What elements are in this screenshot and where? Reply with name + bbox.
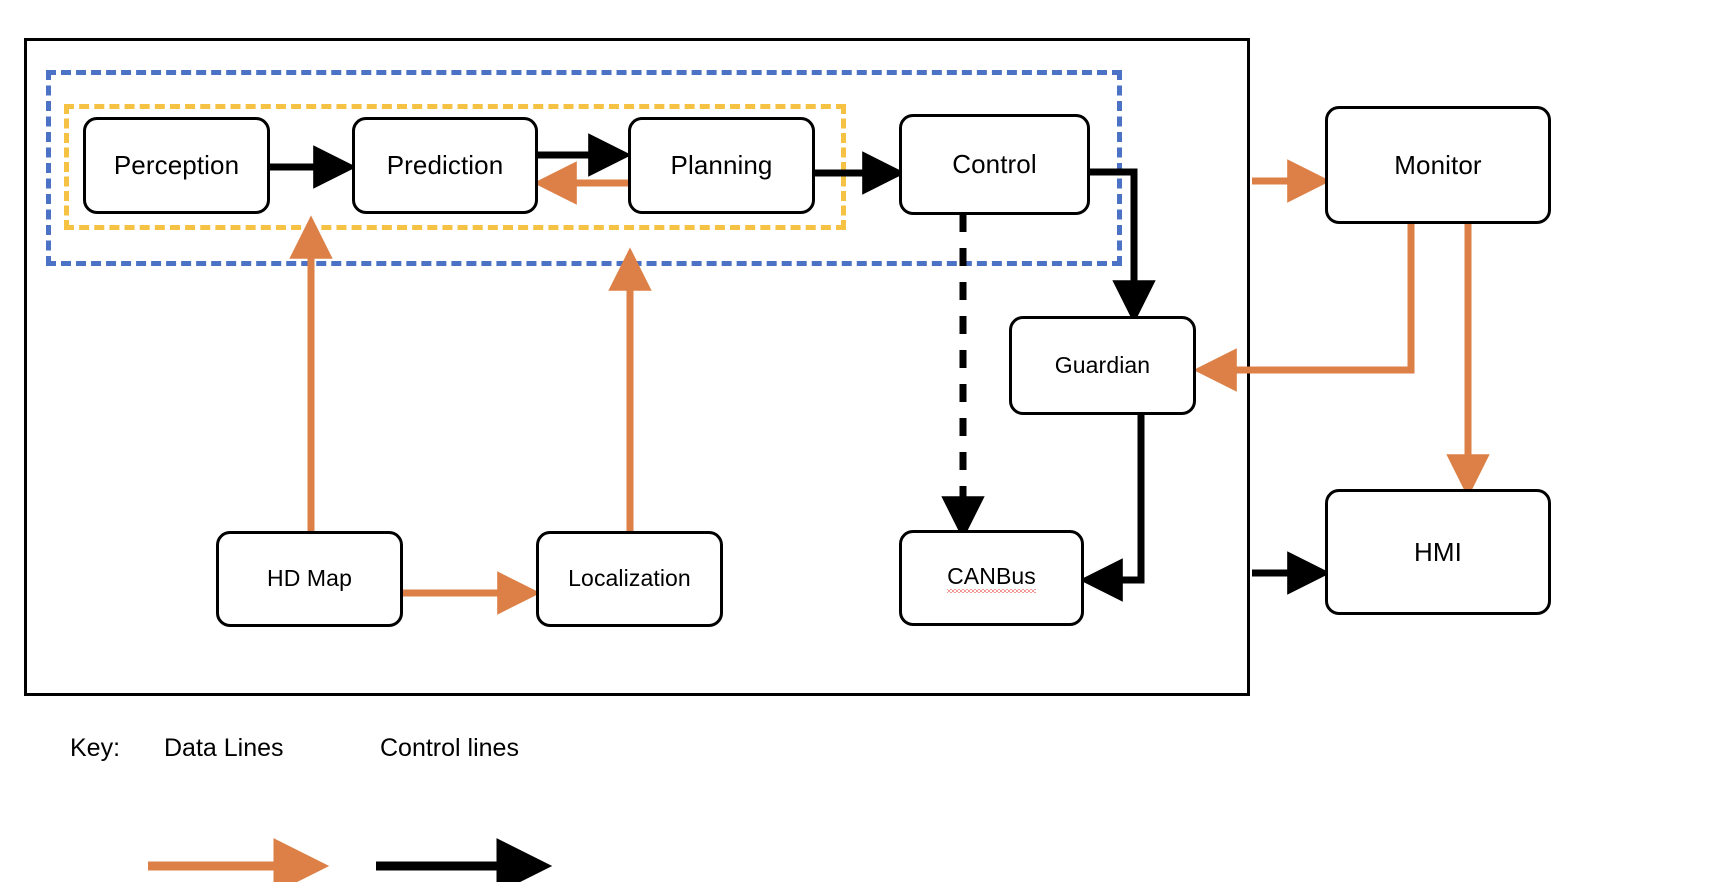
node-monitor-label: Monitor (1394, 149, 1482, 180)
node-monitor[interactable]: Monitor (1325, 106, 1551, 224)
node-canbus[interactable]: CANBus (899, 530, 1084, 626)
node-hmi[interactable]: HMI (1325, 489, 1551, 615)
node-planning-label: Planning (670, 150, 773, 181)
node-perception-label: Perception (113, 150, 240, 181)
legend-data-lines-label: Data Lines (164, 734, 284, 762)
node-canbus-label: CANBus (947, 563, 1036, 594)
node-guardian[interactable]: Guardian (1009, 316, 1196, 415)
node-planning[interactable]: Planning (628, 117, 815, 214)
legend: Key: Data Lines Control lines (70, 728, 670, 838)
node-hdmap-label: HD Map (267, 565, 352, 592)
legend-key-label: Key: (70, 734, 121, 762)
node-perception[interactable]: Perception (83, 117, 270, 214)
node-guardian-label: Guardian (1054, 351, 1151, 378)
node-control[interactable]: Control (899, 114, 1090, 215)
node-hdmap[interactable]: HD Map (216, 531, 403, 627)
node-hmi-label: HMI (1414, 536, 1462, 567)
outer-group-frame (46, 70, 1122, 266)
inner-group-frame (64, 104, 846, 230)
legend-control-lines-label: Control lines (380, 734, 519, 762)
node-prediction[interactable]: Prediction (352, 117, 538, 214)
node-localization-label: Localization (568, 565, 691, 592)
node-control-label: Control (952, 149, 1037, 180)
node-prediction-label: Prediction (386, 150, 504, 181)
node-localization[interactable]: Localization (536, 531, 723, 627)
